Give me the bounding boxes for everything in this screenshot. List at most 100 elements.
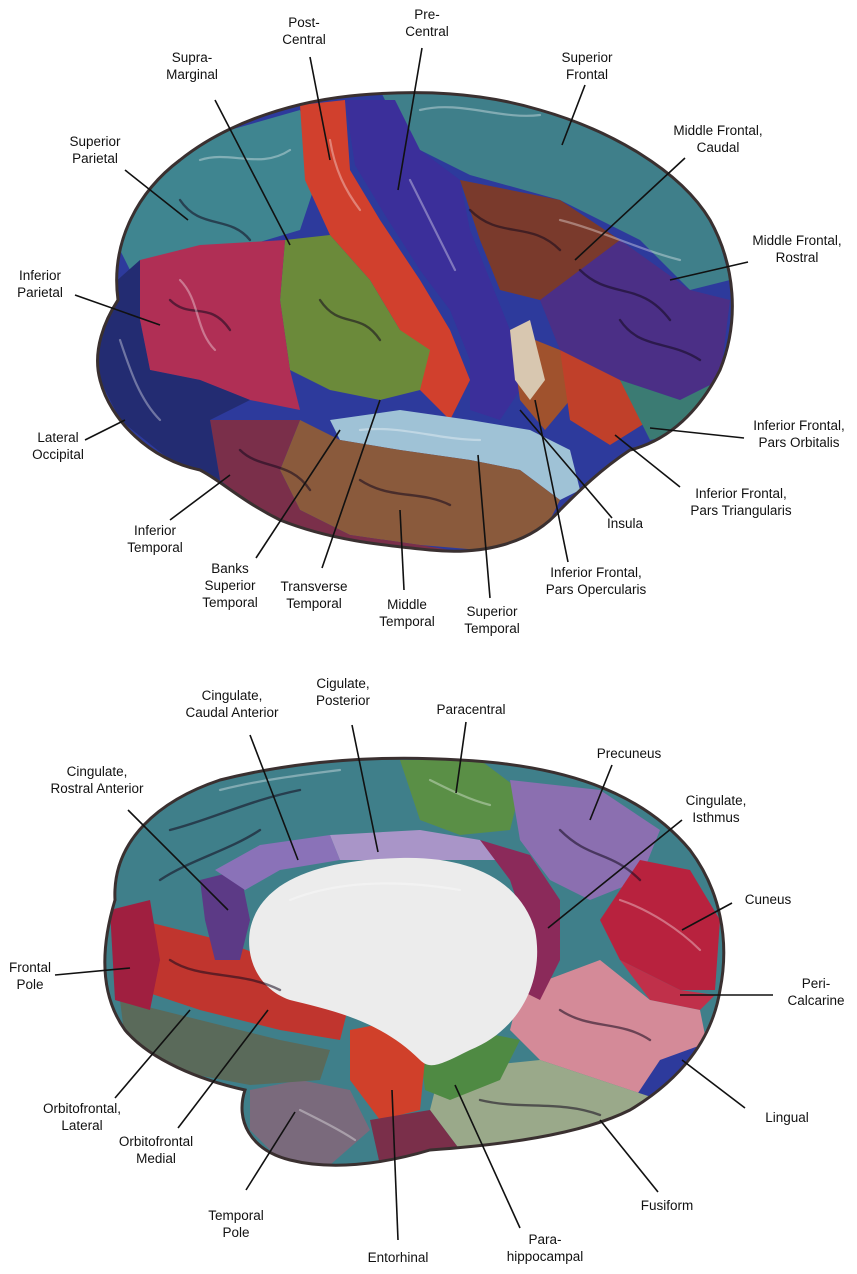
label-orbitofrontal-lateral: Orbitofrontal, Lateral <box>43 1101 121 1133</box>
label-lingual: Lingual <box>765 1110 809 1125</box>
lateral-brain-view: Post-Central Pre-Central Supra-Marginal … <box>17 7 845 636</box>
label-line: Calcarine <box>787 993 844 1008</box>
label-line: Post- <box>288 15 320 30</box>
label-line: Caudal <box>697 140 740 155</box>
label-line: Pars Opercularis <box>546 582 647 597</box>
label-line: Cingulate, <box>202 688 263 703</box>
label-cingulate-caudal-anterior: Cingulate, Caudal Anterior <box>185 688 279 720</box>
label-line: Precuneus <box>597 746 662 761</box>
label-line: Medial <box>136 1151 176 1166</box>
label-line: Central <box>405 24 449 39</box>
label-inferior-parietal: InferiorParietal <box>17 268 63 300</box>
label-supra-marginal: Supra- Marginal <box>166 50 218 82</box>
label-precuneus: Precuneus <box>597 746 662 761</box>
label-line: Parietal <box>17 285 63 300</box>
label-line: Orbitofrontal <box>119 1134 193 1149</box>
label-line: Temporal <box>379 614 435 629</box>
label-line: Inferior <box>19 268 62 283</box>
label-line: Superior <box>69 134 121 149</box>
label-line: Middle Frontal, <box>752 233 841 248</box>
label-line: Frontal <box>566 67 608 82</box>
label-line: Inferior <box>134 523 177 538</box>
label-cingulate-rostral-anterior: Cingulate, Rostral Anterior <box>50 764 144 796</box>
label-line: Superior <box>466 604 518 619</box>
label-line: Posterior <box>316 693 371 708</box>
label-line: Transverse <box>280 579 347 594</box>
label-middle-frontal-caudal: Middle Frontal, Caudal <box>673 123 762 155</box>
label-line: Middle Frontal, <box>673 123 762 138</box>
medial-brain-view: Cingulate, Caudal Anterior Cigulate, Poste… <box>9 676 845 1265</box>
leader-inferior-temporal <box>170 475 230 520</box>
label-line: Lingual <box>765 1110 809 1125</box>
label-para-hippocampal: Para-hippocampal <box>507 1232 584 1264</box>
label-paracentral: Paracentral <box>436 702 505 717</box>
label-line: Caudal Anterior <box>185 705 279 720</box>
label-line: Marginal <box>166 67 218 82</box>
label-line: hippocampal <box>507 1249 584 1264</box>
label-line: Banks <box>211 561 249 576</box>
lateral-regions <box>80 80 760 580</box>
label-fusiform: Fusiform <box>641 1198 694 1213</box>
label-line: Pole <box>16 977 43 992</box>
label-line: Central <box>282 32 326 47</box>
label-line: Inferior Frontal, <box>695 486 787 501</box>
label-line: Inferior Frontal, <box>550 565 642 580</box>
label-line: Temporal <box>208 1208 264 1223</box>
label-line: Cigulate, <box>316 676 369 691</box>
label-middle-frontal-rostral: Middle Frontal, Rostral <box>752 233 841 265</box>
label-line: Cingulate, <box>686 793 747 808</box>
label-pericalcarine: Peri- Calcarine <box>787 976 844 1008</box>
label-cingulate-isthmus: Cingulate, Isthmus <box>686 793 747 825</box>
label-line: Middle <box>387 597 427 612</box>
leader-lingual <box>682 1060 745 1108</box>
label-line: Pars Triangularis <box>690 503 792 518</box>
label-post-central: Post- Central <box>282 15 326 47</box>
label-line: Temporal <box>127 540 183 555</box>
label-line: Frontal <box>9 960 51 975</box>
label-line: Cingulate, <box>67 764 128 779</box>
label-line: Pars Orbitalis <box>758 435 839 450</box>
label-entorhinal: Entorhinal <box>368 1250 429 1265</box>
label-line: Pole <box>222 1225 249 1240</box>
label-line: Temporal <box>286 596 342 611</box>
label-line: Supra- <box>172 50 213 65</box>
region-frontal-pole <box>110 900 160 1010</box>
label-pars-opercularis: Inferior Frontal, Pars Opercularis <box>546 565 647 597</box>
label-line: Lateral <box>37 430 78 445</box>
label-frontal-pole: FrontalPole <box>9 960 51 992</box>
leader-lateral-occipital <box>85 420 125 440</box>
label-line: Occipital <box>32 447 84 462</box>
label-pars-triangularis: Inferior Frontal, Pars Triangularis <box>690 486 792 518</box>
label-cuneus: Cuneus <box>745 892 792 907</box>
label-line: Peri- <box>802 976 831 991</box>
label-pre-central: Pre- Central <box>405 7 449 39</box>
label-line: Paracentral <box>436 702 505 717</box>
label-line: Insula <box>607 516 644 531</box>
label-line: Parietal <box>72 151 118 166</box>
label-line: Inferior Frontal, <box>753 418 845 433</box>
label-line: Temporal <box>464 621 520 636</box>
label-pars-orbitalis: Inferior Frontal, Pars Orbitalis <box>753 418 845 450</box>
label-line: Fusiform <box>641 1198 694 1213</box>
label-orbitofrontal-medial: OrbitofrontalMedial <box>119 1134 193 1166</box>
label-line: Rostral Anterior <box>50 781 144 796</box>
label-line: Lateral <box>61 1118 102 1133</box>
leader-fusiform <box>600 1120 658 1192</box>
label-insula: Insula <box>607 516 644 531</box>
label-line: Pre- <box>414 7 440 22</box>
label-line: Orbitofrontal, <box>43 1101 121 1116</box>
label-line: Superior <box>204 578 256 593</box>
label-line: Rostral <box>776 250 819 265</box>
label-line: Isthmus <box>692 810 740 825</box>
label-line: Superior <box>561 50 613 65</box>
label-line: Temporal <box>202 595 258 610</box>
label-line: Entorhinal <box>368 1250 429 1265</box>
